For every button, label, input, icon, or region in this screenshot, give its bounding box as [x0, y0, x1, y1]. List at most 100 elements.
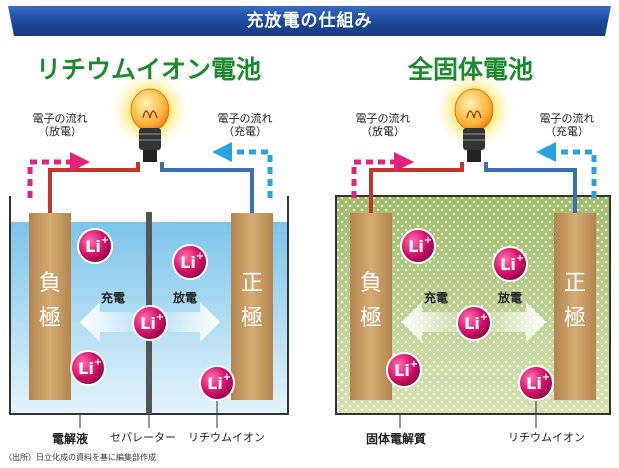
lithium-ion-symbol: Li	[207, 374, 223, 393]
left-charge-label: 充電	[101, 290, 125, 305]
left-wire-blue	[160, 162, 254, 213]
page-title: 充放電の仕組み	[246, 11, 373, 31]
left-lithium-ion-label: リチウムイオン	[188, 431, 265, 444]
left-positive-electrode	[231, 213, 273, 400]
lithium-ion-symbol: Li	[78, 359, 94, 378]
right-positive-label-2: 極	[564, 306, 586, 331]
solid-electrolyte-label: 固体電解質	[366, 432, 427, 446]
right-bulb-base	[463, 128, 485, 150]
lithium-ion-icon: Li+	[199, 365, 235, 401]
left-bulb-icon	[130, 88, 170, 132]
right-discharge-flow-label: 電子の流れ （放電）	[343, 112, 423, 138]
lithium-ion-symbol: Li	[85, 237, 101, 256]
lithium-ion-ball	[199, 365, 235, 401]
left-bulb-base	[139, 128, 161, 150]
right-charge-direction-arrow	[402, 302, 462, 342]
lithium-ion-icon: Li+	[492, 246, 528, 282]
lithium-ion-charge: +	[101, 235, 109, 246]
lithium-ion-symbol: Li	[464, 314, 480, 333]
right-bulb-icon	[454, 88, 494, 132]
right-negative-electrode	[350, 213, 392, 400]
right-bulb-filament	[466, 110, 482, 119]
solid-state-panel	[335, 68, 611, 415]
electrolyte-label: 電解液	[52, 432, 89, 446]
separator-label: セパレーター	[110, 431, 176, 444]
right-charge-arrow	[556, 149, 597, 198]
lithium-ion-charge: +	[156, 312, 164, 323]
left-bulb-filament	[142, 110, 158, 119]
left-positive-label-1: 正	[241, 271, 263, 296]
lithium-ion-ball	[456, 305, 492, 341]
right-charge-label: 充電	[424, 290, 448, 305]
left-discharge-arrowhead	[70, 152, 90, 172]
flow-label-line: 電子の流れ	[32, 112, 88, 125]
lithium-ion-ball	[492, 246, 528, 282]
solid-state-title: 全固体電池	[408, 55, 534, 84]
flow-label-line: 電子の流れ	[217, 112, 273, 125]
left-discharge-arrow	[27, 159, 70, 198]
lithium-ion-ball	[518, 365, 554, 401]
right-negative-label-1: 負	[360, 271, 382, 296]
lithium-ion-charge: +	[410, 359, 418, 370]
right-discharge-arrowhead	[394, 152, 414, 172]
lithium-ion-symbol: Li	[394, 361, 410, 380]
lithium-ion-ball	[386, 352, 422, 388]
right-discharge-direction-arrow	[486, 302, 546, 342]
lithium-ion-ball	[77, 228, 113, 264]
right-discharge-arrow	[351, 159, 394, 198]
right-positive-label-1: 正	[564, 271, 586, 296]
source-note: （出所）日立化成の資料を基に編集部作成	[4, 453, 156, 462]
left-charge-direction-arrow	[80, 302, 140, 342]
lithium-ion-charge: +	[516, 253, 524, 264]
right-wire-blue	[484, 162, 577, 213]
lithium-ion-symbol: Li	[180, 253, 196, 272]
lithium-ion-icon: Li+	[77, 228, 113, 264]
left-charge-flow-label: 電子の流れ （充電）	[205, 112, 285, 138]
left-positive-label-2: 極	[241, 306, 263, 331]
right-bulb-tip	[467, 150, 481, 162]
right-discharge-label: 放電	[497, 290, 522, 305]
left-discharge-label: 放電	[172, 290, 197, 305]
right-container	[335, 195, 611, 415]
left-bulb-tip	[143, 150, 157, 162]
lithium-ion-icon: Li+	[132, 305, 168, 341]
lithium-ion-charge: +	[542, 372, 550, 383]
left-discharge-direction-arrow	[160, 302, 220, 342]
flow-label-line: （充電）	[223, 125, 267, 138]
left-negative-label-1: 負	[39, 271, 61, 296]
right-lithium-ion-label: リチウムイオン	[508, 431, 585, 444]
lithium-ion-ball	[400, 228, 436, 264]
lithium-ion-ball	[132, 305, 168, 341]
right-negative-label-2: 極	[360, 306, 382, 331]
lithium-ion-charge: +	[196, 251, 204, 262]
flow-label-line: （充電）	[545, 125, 589, 138]
lithium-ion-icon: Li+	[518, 365, 554, 401]
lithium-ion-symbol: Li	[408, 237, 424, 256]
right-charge-flow-label: 電子の流れ （充電）	[527, 112, 607, 138]
lithium-ion-charge: +	[424, 235, 432, 246]
lithium-ion-title: リチウムイオン電池	[36, 55, 262, 84]
lithium-ion-icon: Li+	[70, 350, 106, 386]
lithium-ion-symbol: Li	[500, 255, 516, 274]
lithium-ion-icon: Li+	[172, 244, 208, 280]
lithium-ion-icon: Li+	[400, 228, 436, 264]
left-discharge-flow-label: 電子の流れ （放電）	[20, 112, 100, 138]
header-bar	[8, 6, 611, 36]
right-charge-arrowhead	[536, 142, 556, 162]
flow-label-line: （放電）	[38, 125, 82, 138]
left-negative-label-2: 極	[39, 306, 61, 331]
lithium-ion-symbol: Li	[526, 374, 542, 393]
left-negative-electrode	[29, 213, 71, 400]
lithium-ion-icon: Li+	[456, 305, 492, 341]
lithium-ion-charge: +	[94, 357, 102, 368]
right-positive-electrode	[554, 213, 596, 400]
lithium-ion-icon: Li+	[386, 352, 422, 388]
lithium-ion-symbol: Li	[140, 314, 156, 333]
left-charge-arrowhead	[212, 142, 232, 162]
left-charge-arrow	[232, 149, 273, 198]
right-wire-red	[369, 162, 464, 213]
lithium-ion-charge: +	[480, 312, 488, 323]
flow-label-line: 電子の流れ	[539, 112, 595, 125]
